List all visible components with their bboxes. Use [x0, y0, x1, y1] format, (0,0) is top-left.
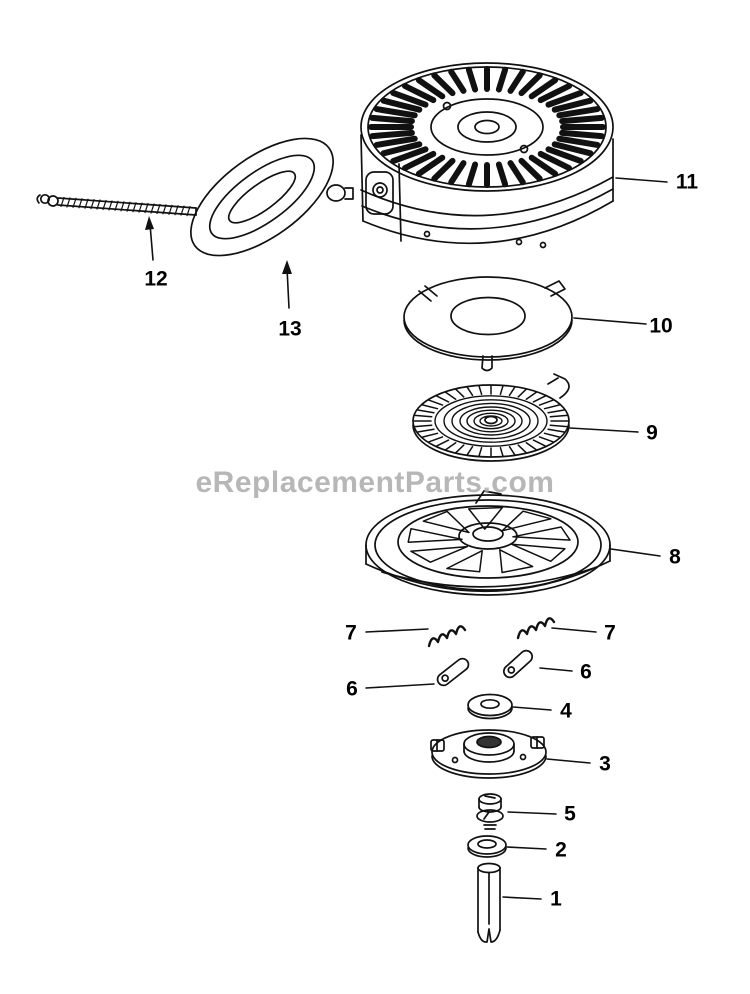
callout-part-1: 1: [550, 887, 562, 911]
callout-part-6-left: 6: [346, 677, 358, 701]
callout-part-7-right: 7: [604, 621, 616, 645]
spring-coil-rings: [434, 395, 548, 447]
part-3-retainer: [430, 729, 547, 779]
leader-lines: [149, 177, 668, 900]
pulley-fan-blades: [407, 506, 571, 574]
part-9-recoil-spring: [412, 373, 570, 462]
callout-part-7-left: 7: [345, 621, 357, 645]
part-13-starter-handle: [190, 137, 354, 257]
callout-part-6-right: 6: [580, 660, 592, 684]
callout-part-2: 2: [555, 838, 567, 862]
callout-part-9: 9: [646, 421, 658, 445]
callout-part-13: 13: [278, 317, 302, 341]
part-6-pawl-left: [436, 657, 470, 687]
part-6-pawl-right: [502, 649, 534, 679]
callout-part-3: 3: [599, 752, 611, 776]
part-4-washer: [467, 693, 513, 720]
part-2-washer: [467, 835, 507, 858]
callout-part-4: 4: [560, 699, 572, 723]
part-7-spring-left: [427, 625, 467, 648]
callout-part-8: 8: [669, 545, 681, 569]
screw-thread-hatching: [60, 196, 191, 217]
leader-arrowheads: [145, 216, 292, 274]
housing-vent-slots: [368, 66, 606, 188]
part-10-friction-plate: [403, 276, 573, 372]
callout-part-11: 11: [675, 170, 699, 194]
part-11-blower-housing: [360, 62, 614, 249]
callout-part-12: 12: [144, 267, 168, 291]
part-1-pin: [477, 862, 501, 943]
callout-part-10: 10: [649, 314, 673, 338]
part-7-spring-right: [516, 617, 556, 640]
part-8-pulley: [365, 490, 611, 596]
spring-coil-ribs: [413, 384, 569, 458]
part-12-screw: [36, 193, 197, 217]
callout-part-5: 5: [564, 802, 576, 826]
part-5-screw: [476, 793, 504, 830]
